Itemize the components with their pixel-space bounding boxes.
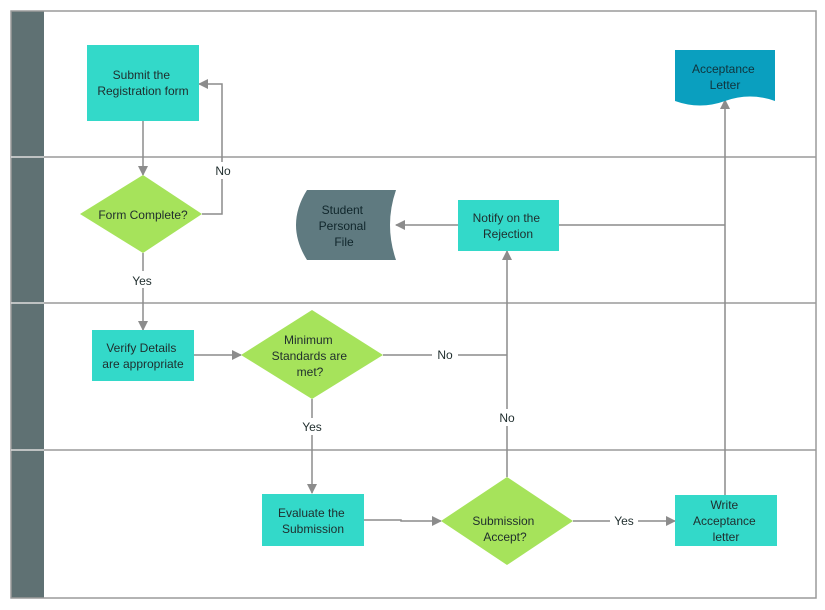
- decision-form-complete: Form Complete?: [80, 175, 202, 253]
- label-accept-no: No: [499, 411, 515, 425]
- text-line: Submission: [282, 522, 344, 536]
- text-line: Submission: [472, 514, 534, 528]
- text-line: Standards are: [272, 349, 348, 363]
- edge-evaluate-to-accept: [364, 516, 442, 526]
- text-line: Letter: [710, 78, 741, 92]
- svg-text:Verify Details are app: Verify Details are appropriate: [102, 341, 184, 371]
- text-line: Acceptance: [693, 514, 756, 528]
- decision-submission-accept: Submission Accept?: [441, 477, 573, 565]
- svg-text:Write Acceptance: Write Acceptance letter: [693, 498, 759, 544]
- svg-text:Acceptance Letter: Acceptance Letter: [692, 62, 758, 92]
- process-verify-details: Verify Details are appropriate: [92, 330, 194, 381]
- process-write-acceptance-letter: Write Acceptance letter: [675, 495, 777, 546]
- text-line: Accept?: [483, 530, 527, 544]
- text-line: met?: [297, 365, 324, 379]
- label-standards-no: No: [437, 348, 453, 362]
- svg-text:Minimum Standards are: Minimum Standards are met?: [272, 333, 351, 379]
- process-evaluate-submission: Evaluate the Submission: [262, 494, 364, 546]
- label-form-yes: Yes: [132, 274, 152, 288]
- text-line: Rejection: [483, 227, 533, 241]
- text-line: letter: [713, 530, 740, 544]
- text-line: Registration form: [97, 84, 188, 98]
- text-line: Personal: [319, 219, 366, 233]
- text-line: Verify Details: [106, 341, 176, 355]
- label-standards-yes: Yes: [302, 420, 322, 434]
- svg-text:Submission Accept?: Submission Accept?: [472, 514, 537, 544]
- text-line: Student: [322, 203, 364, 217]
- document-acceptance-letter: Acceptance Letter: [675, 50, 775, 106]
- lane-header-bar: [11, 11, 44, 598]
- process-notify-rejection: Notify on the Rejection: [458, 200, 559, 251]
- svg-text:Student Personal: Student Personal File: [319, 203, 370, 249]
- edge-form-complete-no-loop: [198, 79, 223, 215]
- process-submit-form: Submit the Registration form: [87, 45, 199, 121]
- swimlanes: [10, 10, 817, 599]
- svg-text:Evaluate the Submissio: Evaluate the Submission: [278, 506, 348, 536]
- label-accept-yes: Yes: [614, 514, 634, 528]
- text-line: Form Complete?: [98, 208, 188, 222]
- svg-text:Submit the Registratio: Submit the Registration form: [97, 68, 188, 98]
- text-line: Notify on the: [473, 211, 541, 225]
- text-line: Submit the: [113, 68, 171, 82]
- text-line: File: [334, 235, 354, 249]
- svg-text:Form Complete?: Form Complete?: [98, 208, 188, 222]
- connectors: [138, 79, 730, 526]
- decision-minimum-standards: Minimum Standards are met?: [241, 310, 383, 399]
- label-form-no: No: [215, 164, 231, 178]
- shapes: Submit the Registration form Acceptance …: [80, 45, 777, 565]
- text-line: Write: [710, 498, 738, 512]
- svg-text:Notify on the Rejectio: Notify on the Rejection: [473, 211, 544, 241]
- pool-border: [10, 10, 817, 599]
- text-line: Evaluate the: [278, 506, 345, 520]
- text-line: are appropriate: [102, 357, 184, 371]
- stored-data-student-file: Student Personal File: [296, 190, 396, 260]
- text-line: Minimum: [284, 333, 333, 347]
- edge-labels: No Yes No Yes No Yes: [128, 162, 638, 529]
- text-line: Acceptance: [692, 62, 755, 76]
